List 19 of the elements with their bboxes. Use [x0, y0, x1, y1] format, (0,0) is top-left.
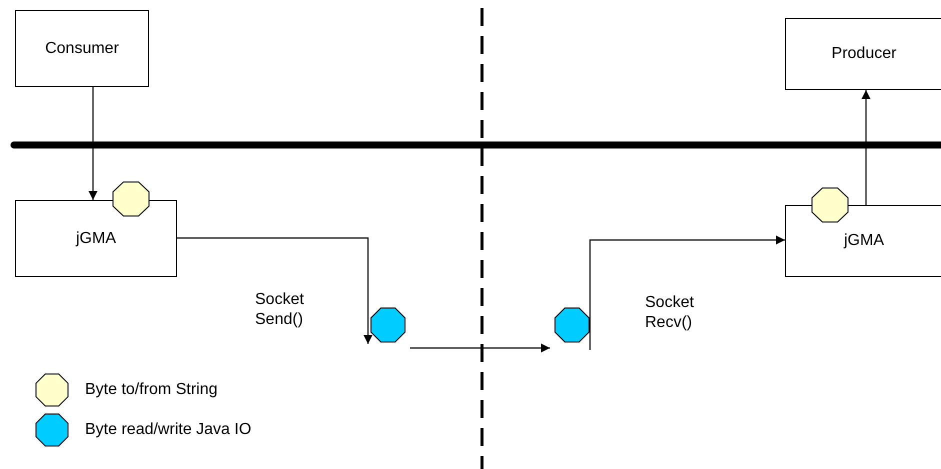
- process-box: [15, 200, 177, 277]
- socket-label: Socket Recv(): [645, 293, 695, 333]
- arrow: [862, 90, 870, 205]
- process-box: [15, 10, 149, 87]
- box-label: jGMA: [76, 230, 116, 248]
- process-box: [785, 18, 941, 90]
- octagon-symbol: [370, 307, 406, 343]
- box-label: Producer: [832, 45, 896, 63]
- legend-label: Byte read/write Java IO: [85, 421, 252, 439]
- legend-label: Byte to/from String: [85, 381, 218, 399]
- arrow: [589, 236, 785, 350]
- socket-label: Socket Send(): [255, 290, 305, 330]
- arrow: [410, 344, 550, 352]
- box-label: jGMA: [844, 232, 884, 250]
- arrow: [88, 87, 98, 200]
- octagon-symbol: [554, 307, 590, 343]
- arrow: [177, 237, 372, 344]
- process-box: [785, 205, 941, 277]
- box-label: Consumer: [45, 40, 119, 58]
